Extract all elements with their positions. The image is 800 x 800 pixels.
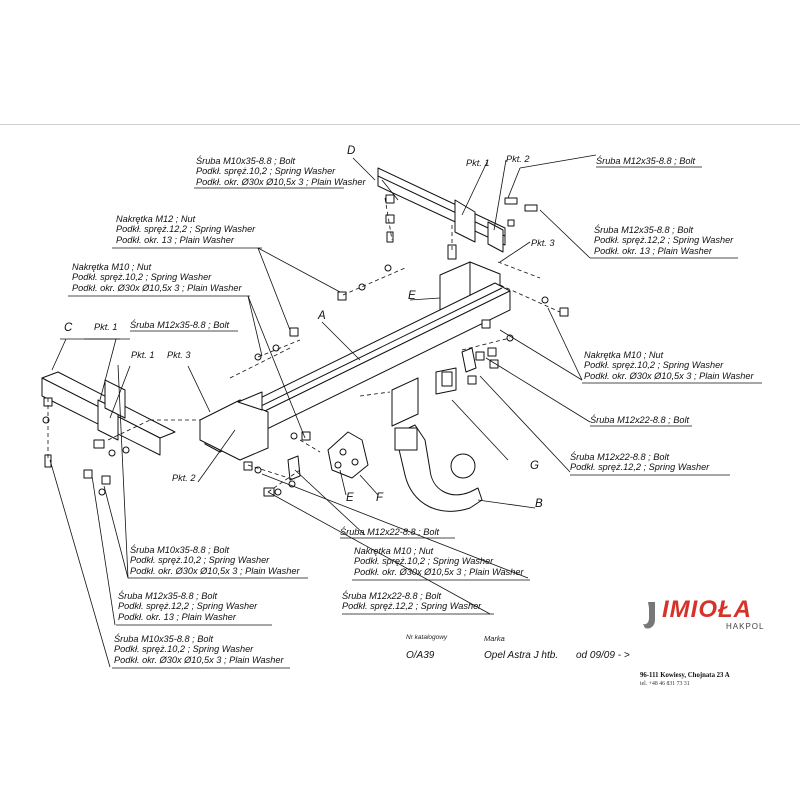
label-line: Podkł. okr. Ø30x Ø10,5x 3 ; Plain Washer xyxy=(584,370,754,381)
label-line: Śruba M12x35-8.8 ; Bolt xyxy=(130,320,230,330)
part-letter-b: B xyxy=(535,498,543,510)
brand-tel: tel. +48 46 831 73 31 xyxy=(640,681,690,687)
label-line: Śruba M12x22-8.8 ; Bolt xyxy=(340,527,440,537)
leader-lines xyxy=(49,154,597,668)
label-line: Podkł. spręż.10,2 ; Spring Washer xyxy=(114,644,254,655)
label-right-nut10: Nakrętka M10 ; Nut Podkł. spręż.10,2 ; S… xyxy=(584,350,754,381)
label-line: Nakrętka M10 ; Nut xyxy=(354,546,434,556)
brand-hook-icon xyxy=(643,602,655,629)
bracket-pkt3-left xyxy=(199,391,269,461)
catalog-value: O/A39 xyxy=(406,650,435,661)
socket-plate-g xyxy=(391,367,457,427)
clip-e-right xyxy=(461,347,477,373)
label-bl-bolt10b: Śruba M10x35-8.8 ; Bolt Podkł. spręż.10,… xyxy=(114,634,284,665)
label-right-bolt22: Śruba M12x22-8.8 ; Bolt xyxy=(590,415,689,425)
label-line: Śruba M12x22-8.8 ; Bolt xyxy=(342,591,442,601)
label-line: Podkł. okr. Ø30x Ø10,5x 3 ; Plain Washer xyxy=(130,565,300,576)
part-letter-c: C xyxy=(64,322,73,334)
label-line: Podkł. okr. Ø30x Ø10,5x 3 ; Plain Washer xyxy=(354,566,524,577)
label-line: Śruba M10x35-8.8 ; Bolt xyxy=(114,634,214,644)
label-line: Podkł. spręż.10,2 ; Spring Washer xyxy=(72,272,212,283)
date-value: od 09/09 - > xyxy=(576,650,630,661)
label-underlines xyxy=(68,166,762,669)
label-line: Nakrętka M12 ; Nut xyxy=(116,214,196,224)
label-line: Podkł. spręż.12,2 ; Spring Washer xyxy=(116,224,256,235)
brand-sub: HAKPOL xyxy=(726,622,765,631)
ball-neck-b xyxy=(394,424,483,512)
make-value: Opel Astra J htb. xyxy=(484,650,559,661)
part-letter-f: F xyxy=(376,492,384,504)
label-line: Podkł. spręż.10,2 ; Spring Washer xyxy=(196,166,336,177)
header-divider xyxy=(0,124,800,125)
brand-logo: IMIOŁA HAKPOL xyxy=(640,596,790,638)
catalog-label: Nr katalogowy xyxy=(406,634,448,641)
fasteners xyxy=(42,194,569,497)
brand-name: IMIOŁA xyxy=(662,596,752,623)
pkt-label: Pkt. 1 xyxy=(131,350,155,360)
part-letter-d: D xyxy=(347,145,356,157)
bracket-d xyxy=(377,167,506,253)
part-letter-a: A xyxy=(318,310,326,322)
clip-e-left xyxy=(287,455,301,481)
pkt-label: Pkt. 1 xyxy=(466,158,490,168)
label-line: Podkł. spręż.10,2 ; Spring Washer xyxy=(354,556,494,567)
pkt-label: Pkt. 3 xyxy=(167,350,191,360)
label-line: Śruba M12x35-8.8 ; Bolt xyxy=(596,156,696,166)
label-line: Nakrętka M10 ; Nut xyxy=(584,350,664,360)
label-line: Podkł. okr. Ø30x Ø10,5x 3 ; Plain Washer xyxy=(114,654,284,665)
label-line: Podkł. okr. 13 ; Plain Washer xyxy=(118,611,236,622)
label-top-d-bolt: Śruba M10x35-8.8 ; Bolt Podkł. spręż.10,… xyxy=(196,156,366,187)
label-bl-bolt12: Śruba M12x35-8.8 ; Bolt Podkł. spręż.12,… xyxy=(118,591,257,622)
label-right-bolt22-set: Śruba M12x22-8.8 ; Bolt Podkł. spręż.12,… xyxy=(570,452,709,473)
part-letter-e-top: E xyxy=(408,290,416,302)
label-line: Śruba M12x22-8.8 ; Bolt xyxy=(590,415,690,425)
label-line: Śruba M12x35-8.8 ; Bolt xyxy=(594,225,694,235)
label-bl-bolt10: Śruba M10x35-8.8 ; Bolt Podkł. spręż.10,… xyxy=(130,545,300,576)
pkt-label: Pkt. 2 xyxy=(506,154,530,164)
label-top-right-bolt: Śruba M12x35-8.8 ; Bolt xyxy=(596,156,695,166)
part-letter-g: G xyxy=(530,460,539,472)
label-line: Podkł. spręż.12,2 ; Spring Washer xyxy=(342,601,482,612)
pkt-label: Pkt. 1 xyxy=(94,322,118,332)
pkt-label: Pkt. 2 xyxy=(172,473,196,483)
label-line: Podkł. okr. Ø30x Ø10,5x 3 ; Plain Washer xyxy=(72,282,242,293)
label-line: Podkł. spręż.12,2 ; Spring Washer xyxy=(594,235,734,246)
label-line: Śruba M12x22-8.8 ; Bolt xyxy=(570,452,670,462)
label-line: Śruba M12x35-8.8 ; Bolt xyxy=(118,591,218,601)
label-line: Podkł. okr. 13 ; Plain Washer xyxy=(116,234,234,245)
make-label: Marka xyxy=(484,634,505,643)
pkt-label: Pkt. 3 xyxy=(531,238,555,248)
bracket-c xyxy=(41,371,176,456)
label-line: Podkł. spręż.10,2 ; Spring Washer xyxy=(584,360,724,371)
assembly-dashed-lines xyxy=(47,197,561,493)
label-line: Podkł. okr. 13 ; Plain Washer xyxy=(594,245,712,256)
label-right-bolt-set: Śruba M12x35-8.8 ; Bolt Podkł. spręż.12,… xyxy=(594,225,733,256)
label-mid-bolt22-set: Śruba M12x22-8.8 ; Bolt Podkł. spręż.12,… xyxy=(342,591,481,612)
label-line: Nakrętka M10 ; Nut xyxy=(72,262,152,272)
label-mid-bolt22: Śruba M12x22-8.8 ; Bolt xyxy=(340,527,439,537)
label-line: Podkł. spręż.12,2 ; Spring Washer xyxy=(118,601,258,612)
label-line: Podkł. spręż.12,2 ; Spring Washer xyxy=(570,462,710,473)
label-line: Śruba M10x35-8.8 ; Bolt xyxy=(196,156,296,166)
label-line: Podkł. okr. Ø30x Ø10,5x 3 ; Plain Washer xyxy=(196,176,366,187)
label-c-bolt: Śruba M12x35-8.8 ; Bolt xyxy=(130,320,229,330)
label-line: Śruba M10x35-8.8 ; Bolt xyxy=(130,545,230,555)
label-mid-nut10: Nakrętka M10 ; Nut Podkł. spręż.10,2 ; S… xyxy=(354,546,524,577)
label-left-nut10: Nakrętka M10 ; Nut Podkł. spręż.10,2 ; S… xyxy=(72,262,242,293)
part-letter-e: E xyxy=(346,492,354,504)
label-line: Podkł. spręż.10,2 ; Spring Washer xyxy=(130,555,270,566)
label-left-nut12: Nakrętka M12 ; Nut Podkł. spręż.12,2 ; S… xyxy=(116,214,255,245)
brand-address: 96-111 Kowiesy, Chojnata 23 A xyxy=(640,672,730,679)
plate-f xyxy=(327,431,369,479)
